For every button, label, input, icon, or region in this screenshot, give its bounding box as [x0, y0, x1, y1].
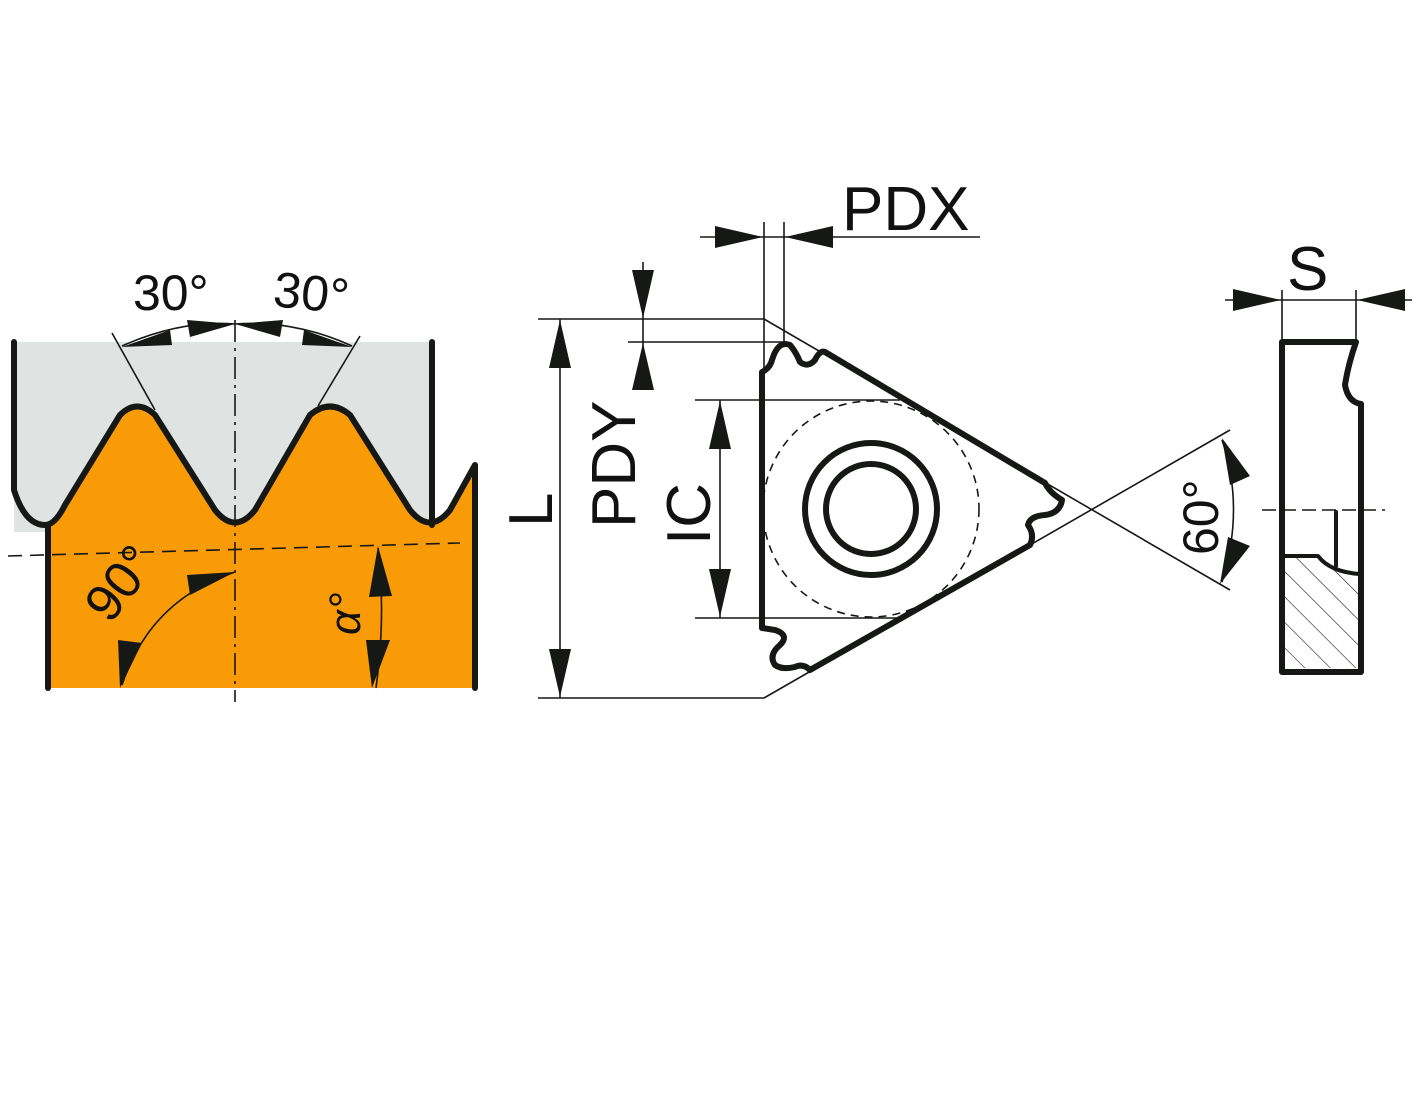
arrow-icon — [1220, 537, 1250, 584]
arrow-icon — [187, 572, 235, 595]
insert-side-view: S — [1225, 235, 1412, 675]
arrow-icon — [235, 320, 283, 337]
arrow-icon — [1357, 289, 1405, 311]
flank-extension — [763, 429, 1231, 699]
arrow-icon — [369, 546, 392, 597]
side-body — [1279, 339, 1364, 675]
left-flank-angle-label: 30° — [133, 265, 209, 321]
mounting-hole — [823, 461, 919, 557]
insert-thread-body — [48, 406, 475, 688]
thickness-label: S — [1287, 235, 1328, 304]
arrow-icon — [1233, 289, 1281, 311]
right-flank-angle-label: 30° — [271, 261, 352, 325]
arrow-icon — [1222, 438, 1250, 485]
helix-line — [7, 542, 461, 557]
hole-outer-ring — [802, 440, 940, 578]
pdx-label: PDX — [842, 175, 969, 244]
arrow-icon — [122, 330, 172, 347]
ic-label: IC — [655, 483, 724, 545]
flank-extension-left — [111, 332, 156, 411]
arrow-icon — [549, 320, 571, 368]
arrow-icon — [715, 226, 763, 248]
arrow-icon — [187, 320, 235, 337]
chip-breaker-edge — [1283, 554, 1362, 576]
length-label: L — [497, 493, 566, 527]
helix-angle-label: α° — [321, 592, 370, 635]
tip-angle-label: 60° — [1173, 479, 1229, 555]
thread-profile-view: 30° 30° 90° α° — [7, 261, 478, 702]
inscribed-circle — [762, 400, 980, 618]
insert-top-view: L PDY IC PDX 60° — [497, 175, 1250, 699]
arrow-icon — [118, 640, 142, 688]
arrow-icon — [302, 330, 352, 347]
arrow-icon — [632, 270, 654, 318]
pdy-label: PDY — [580, 401, 649, 528]
arrow-icon — [785, 226, 833, 248]
arrow-icon — [549, 649, 571, 697]
section-hatch — [1285, 556, 1358, 668]
arrow-icon — [709, 569, 731, 617]
arrow-icon — [366, 640, 390, 688]
insert-triangle — [759, 341, 1065, 673]
arrow-icon — [632, 343, 654, 390]
arrow-icon — [709, 401, 731, 449]
flank-extension — [763, 318, 1231, 591]
flank-extension-right — [317, 335, 361, 407]
